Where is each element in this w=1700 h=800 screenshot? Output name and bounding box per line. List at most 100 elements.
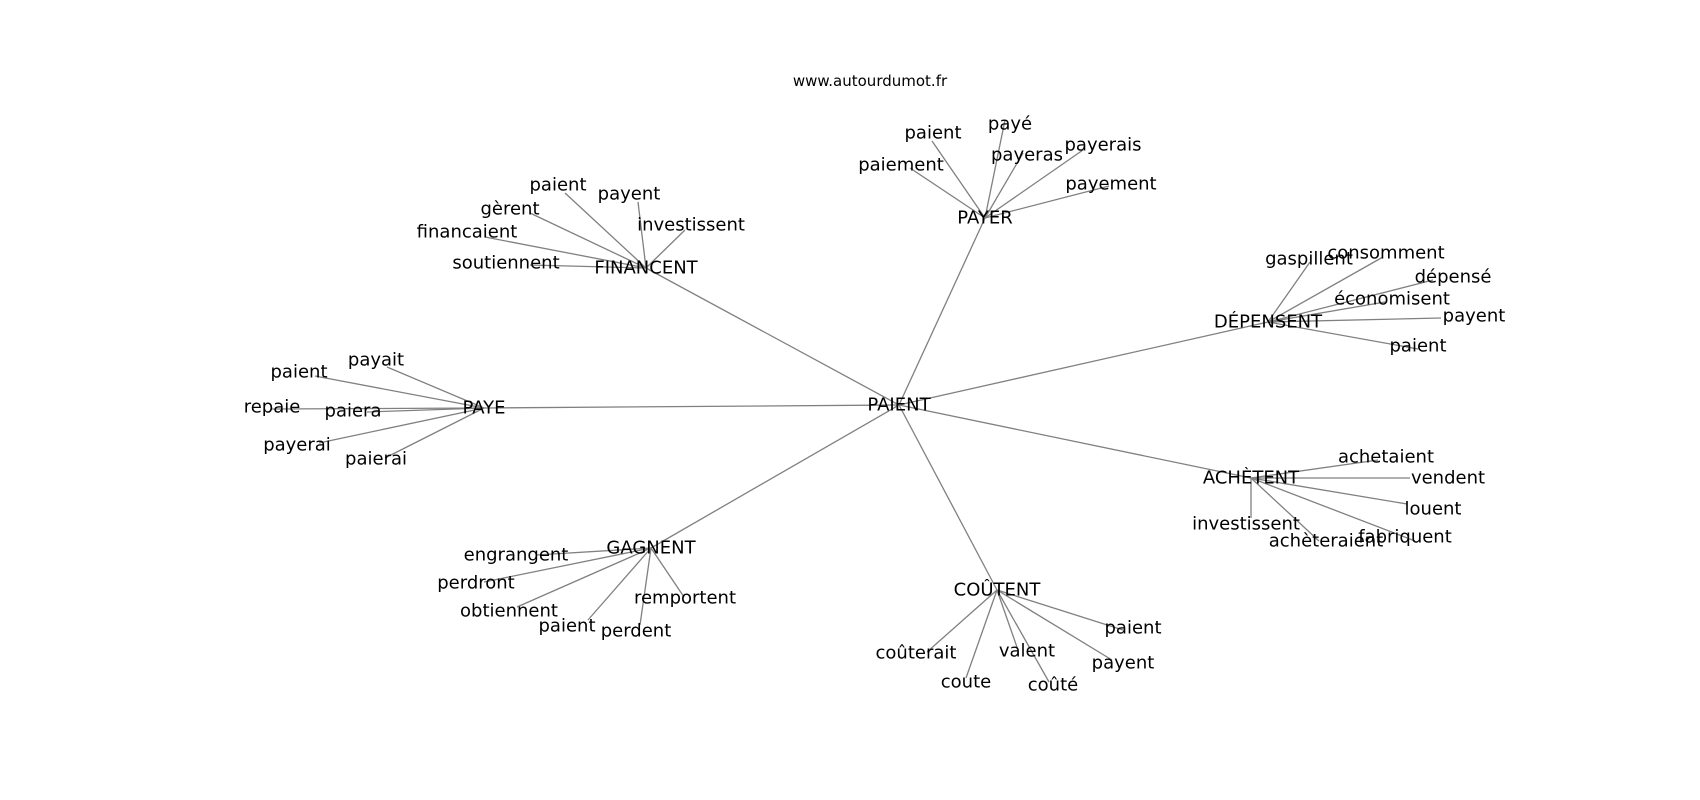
leaf-node: achèteraient xyxy=(1269,531,1384,552)
edge-root-hub xyxy=(898,404,998,591)
leaf-node: obtiennent xyxy=(460,601,558,622)
leaf-node: paient xyxy=(539,616,596,637)
edge-hub-leaf xyxy=(1267,321,1419,350)
edge-hub-leaf xyxy=(564,192,647,269)
edge-hub-leaf xyxy=(384,407,485,459)
leaf-node: investissent xyxy=(1192,514,1300,535)
leaf-node: vendent xyxy=(1411,468,1485,489)
leaf-node: paient xyxy=(905,123,962,144)
leaf-node: repaie xyxy=(244,397,301,418)
edge-hub-leaf xyxy=(650,547,685,598)
hub-node: ACHÈTENT xyxy=(1203,467,1300,489)
leaf-node: financaient xyxy=(417,222,518,243)
edge-root-hub xyxy=(483,404,900,409)
hub-node: PAYER xyxy=(957,208,1013,229)
edge-hub-leaf xyxy=(1267,301,1386,323)
edge-root-hub xyxy=(650,404,900,549)
edge-hub-leaf xyxy=(535,547,652,556)
edge-root-hub xyxy=(898,404,1252,479)
edge-hub-leaf xyxy=(984,185,1110,219)
edge-hub-leaf xyxy=(984,152,1024,219)
root-node: PAIENT xyxy=(867,395,931,416)
leaf-node: gaspillent xyxy=(1265,249,1353,270)
edge-hub-leaf xyxy=(926,589,998,653)
edge-hub-leaf xyxy=(996,589,1124,631)
edge-hub-leaf xyxy=(1250,477,1320,542)
edge-root-hub xyxy=(898,217,986,406)
edge-hub-leaf xyxy=(984,119,1006,219)
leaf-node: engrangent xyxy=(464,545,569,566)
hub-node: DÉPENSENT xyxy=(1214,311,1323,333)
leaf-node: coûterait xyxy=(876,643,957,664)
edge-hub-leaf xyxy=(645,229,686,269)
hub-node: COÛTENT xyxy=(954,579,1042,601)
leaf-node: valent xyxy=(999,641,1055,662)
edge-hub-leaf xyxy=(1267,261,1311,323)
edge-hub-leaf xyxy=(965,589,998,679)
edge-hub-leaf xyxy=(996,589,1019,651)
leaf-node: perdront xyxy=(437,573,515,594)
edge-hub-leaf xyxy=(314,375,485,409)
leaf-node: payent xyxy=(598,184,661,205)
leaf-node: fabriquent xyxy=(1358,527,1452,548)
edge-hub-leaf xyxy=(996,589,1113,661)
leaf-node: payerai xyxy=(263,435,331,456)
edge-hub-leaf xyxy=(996,589,1050,683)
leaf-node: investissent xyxy=(637,215,745,236)
leaf-node: économisent xyxy=(1334,289,1450,310)
leaf-node: paiement xyxy=(858,155,944,176)
edge-hub-leaf xyxy=(1267,279,1434,323)
edge-hub-leaf xyxy=(1250,459,1379,479)
edge-hub-leaf xyxy=(386,366,485,409)
edge-hub-leaf xyxy=(1267,256,1384,323)
edge-hub-leaf xyxy=(271,407,485,410)
edge-hub-leaf xyxy=(483,547,652,583)
leaf-node: paiera xyxy=(325,401,382,422)
edge-hub-leaf xyxy=(529,264,647,269)
leaf-node: paient xyxy=(1105,618,1162,639)
edge-hub-leaf xyxy=(1267,317,1442,323)
leaf-node: payement xyxy=(1065,174,1156,195)
edge-hub-leaf xyxy=(931,140,986,219)
hub-node: FINANCENT xyxy=(594,258,698,279)
leaf-node: soutiennent xyxy=(452,253,559,274)
edge-hub-leaf xyxy=(529,212,647,269)
edge-hub-leaf xyxy=(366,407,485,413)
leaf-node: achetaient xyxy=(1338,447,1434,468)
leaf-node: payé xyxy=(988,114,1032,135)
leaf-node: payerais xyxy=(1065,135,1142,156)
edge-hub-leaf xyxy=(1250,477,1408,505)
leaf-node: payent xyxy=(1443,306,1506,327)
leaf-node: paient xyxy=(530,175,587,196)
edge-hub-leaf xyxy=(1250,477,1416,542)
hub-node: GAGNENT xyxy=(606,538,696,559)
edge-root-hub xyxy=(645,267,900,406)
leaf-node: payent xyxy=(1092,653,1155,674)
leaf-node: paierai xyxy=(345,449,407,470)
leaf-node: remportent xyxy=(634,588,736,609)
edge-hub-leaf xyxy=(984,149,1084,219)
leaf-node: paient xyxy=(1390,336,1447,357)
edge-hub-leaf xyxy=(909,167,986,219)
edge-hub-leaf xyxy=(587,547,652,621)
edge-hub-leaf xyxy=(637,201,647,269)
leaf-node: paient xyxy=(271,362,328,383)
leaf-node: louent xyxy=(1405,499,1462,520)
leaf-node: perdent xyxy=(601,621,672,642)
leaf-node: consomment xyxy=(1327,243,1444,264)
edge-hub-leaf xyxy=(516,547,652,608)
edges xyxy=(271,119,1442,683)
edge-hub-leaf xyxy=(639,547,652,626)
edge-root-hub xyxy=(898,321,1269,406)
leaf-node: payeras xyxy=(991,145,1063,166)
hub-node: PAYE xyxy=(463,398,506,419)
leaf-node: gèrent xyxy=(480,199,539,220)
source-url: www.autourdumot.fr xyxy=(792,72,948,90)
leaf-node: dépensé xyxy=(1415,267,1492,288)
edge-hub-leaf xyxy=(484,236,647,269)
leaf-node: coute xyxy=(941,672,991,693)
edge-hub-leaf xyxy=(318,407,485,444)
leaf-node: payait xyxy=(348,350,404,371)
